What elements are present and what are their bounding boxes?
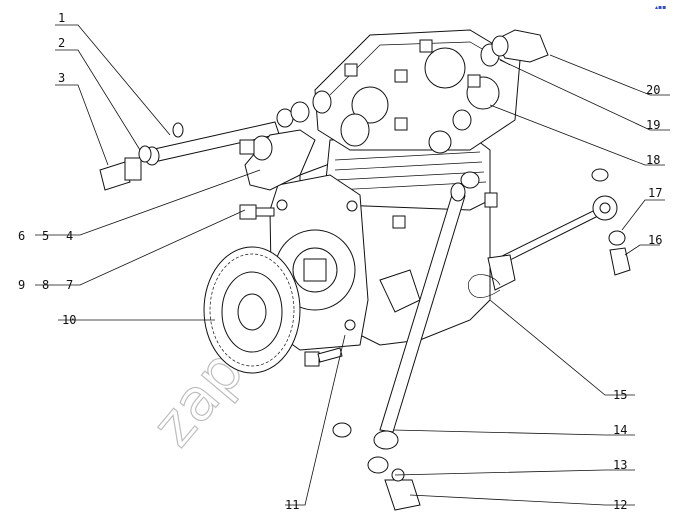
drive-gear: [203, 246, 301, 374]
callout-20: 20: [646, 83, 660, 97]
callout-9: 9: [18, 278, 25, 292]
outlet-fitting: [480, 29, 549, 67]
callout-6: 6: [18, 229, 25, 243]
callout-11: 11: [285, 498, 299, 512]
delivery-pipe: [332, 171, 480, 511]
callout-5: 5: [42, 229, 49, 243]
left-pipe-assembly: [99, 101, 316, 220]
leader-lines: [35, 24, 670, 506]
callout-18: 18: [646, 153, 660, 167]
callout-10: 10: [62, 313, 76, 327]
callout-3: 3: [58, 71, 65, 85]
callout-15: 15: [613, 388, 627, 402]
callout-16: 16: [648, 233, 662, 247]
callout-labels: 1 2 3 4 5 6 7 8 9 10 11 12 13 14 15 16 1…: [18, 11, 662, 512]
compressor-body: [269, 29, 521, 351]
callout-13: 13: [613, 458, 627, 472]
callout-19: 19: [646, 118, 660, 132]
coolant-pipe: [467, 195, 631, 298]
callout-2: 2: [58, 36, 65, 50]
callout-12: 12: [613, 498, 627, 512]
callout-7: 7: [66, 278, 73, 292]
callout-17: 17: [648, 186, 662, 200]
callout-1: 1: [58, 11, 65, 25]
callout-8: 8: [42, 278, 49, 292]
corner-mark: ▴▪▪: [655, 4, 666, 11]
callout-4: 4: [66, 229, 73, 243]
callout-14: 14: [613, 423, 627, 437]
small-fasteners: [304, 168, 609, 367]
